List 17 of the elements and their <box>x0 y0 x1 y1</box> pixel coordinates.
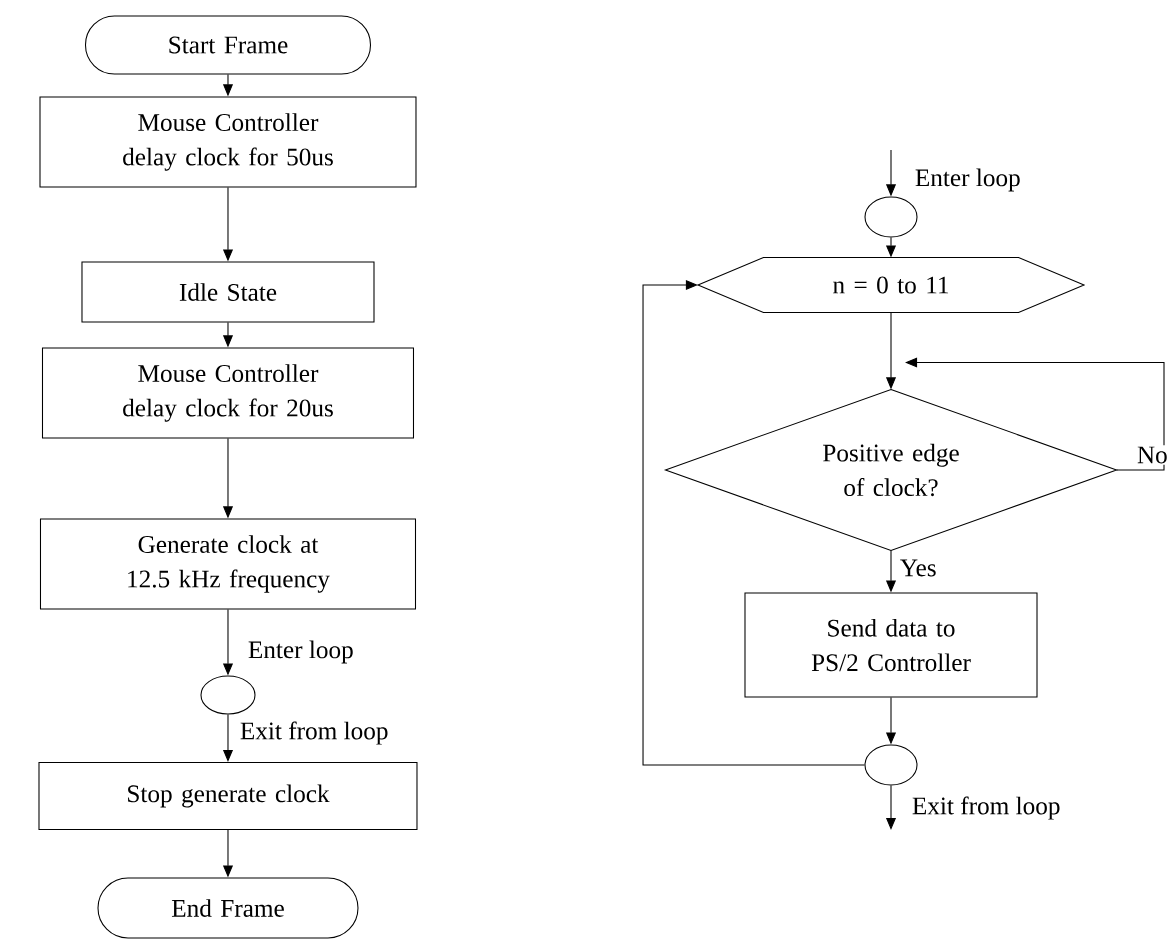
edge-label: Enter loop <box>913 167 1023 193</box>
edge-label: Enter loop <box>246 639 356 665</box>
process-box: Mouse Controller delay clock for 50us <box>39 96 417 188</box>
connector-circle <box>864 196 918 238</box>
edge-label: No <box>1135 445 1168 465</box>
process-box: Send data to PS/2 Controller <box>744 592 1038 698</box>
connector-circle <box>200 675 256 715</box>
edge-label: Exit from loop <box>238 720 390 746</box>
arrow <box>905 357 1165 471</box>
edge-label: Yes <box>898 558 938 578</box>
arrow <box>642 279 865 766</box>
connector-circle <box>864 744 918 786</box>
process-box: Generate clock at 12.5 kHz frequency <box>39 518 417 610</box>
process-box: Stop generate clock <box>38 762 418 831</box>
edge-label: Exit from loop <box>910 795 1062 821</box>
process-box: Mouse Controller delay clock for 20us <box>41 347 414 439</box>
process-box: Idle State <box>81 261 375 323</box>
